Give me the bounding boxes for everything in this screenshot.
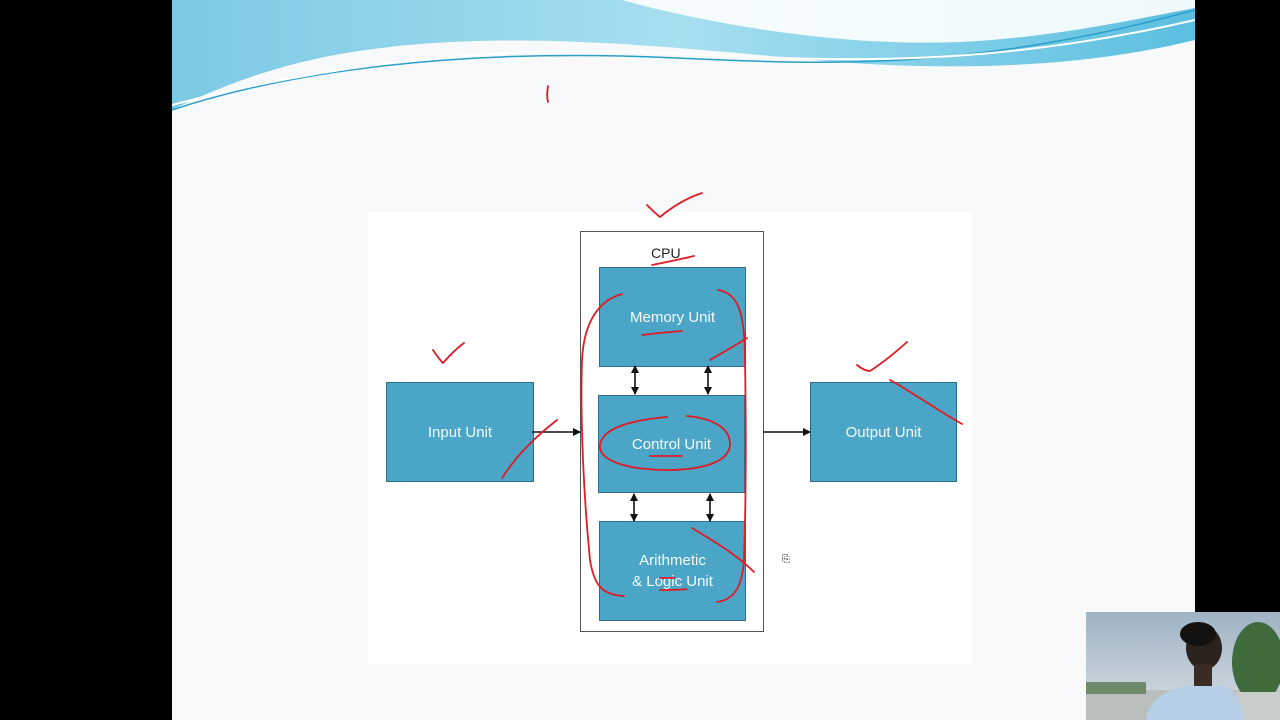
pointer-cursor-icon: ⎘ [782, 554, 790, 565]
presenter-webcam [1086, 612, 1280, 720]
alu-box: Arithmetic & Logic Unit [599, 521, 746, 621]
control-unit-label: Control Unit [631, 435, 712, 453]
output-unit-box: Output Unit [810, 382, 957, 482]
memory-unit-box: Memory Unit [599, 267, 746, 367]
diagram-panel: Input Unit CPU Memory Unit Control Unit … [368, 212, 972, 664]
presenter-video-frame [1086, 612, 1280, 720]
alu-label-line-1: Arithmetic [639, 552, 706, 569]
slide-header-wave [172, 0, 1195, 111]
alu-label-line-2: & Logic Unit [632, 573, 713, 590]
input-unit-box: Input Unit [386, 382, 534, 482]
cpu-label: CPU [651, 245, 681, 261]
memory-unit-label: Memory Unit [629, 308, 715, 326]
control-unit-box: Control Unit [598, 395, 745, 493]
output-unit-label: Output Unit [845, 423, 922, 441]
presentation-slide: Input Unit CPU Memory Unit Control Unit … [172, 0, 1195, 720]
input-unit-label: Input Unit [427, 423, 493, 441]
